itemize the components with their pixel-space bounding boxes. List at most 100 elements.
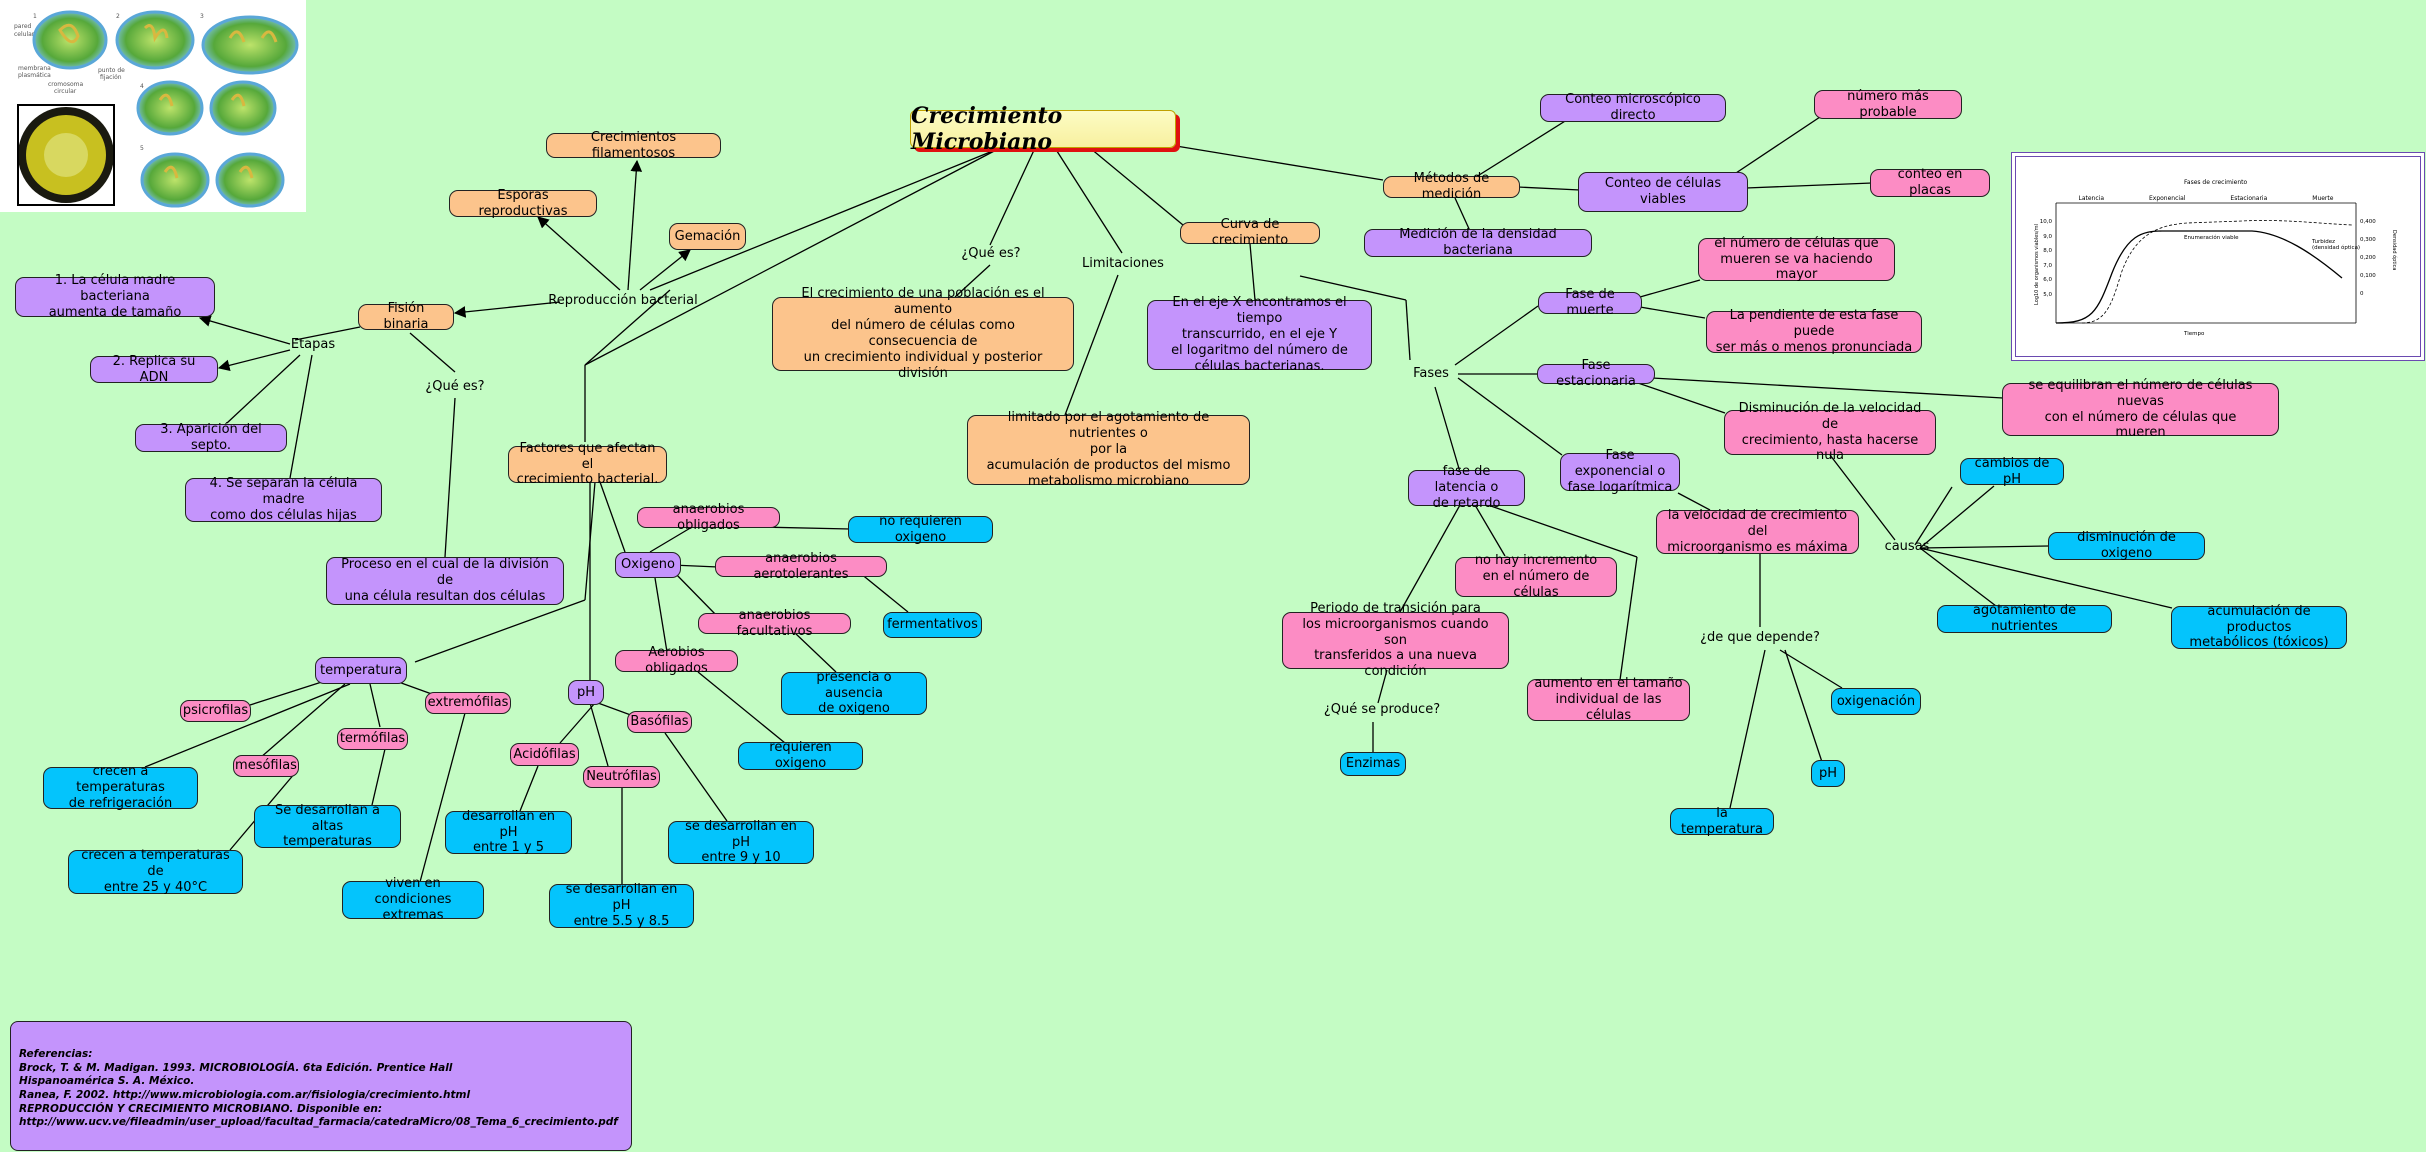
node-altas-temperaturas[interactable]: Se desarrollan a altas temperaturas bbox=[254, 805, 401, 848]
node-temperatura[interactable]: temperatura bbox=[315, 657, 407, 684]
svg-text:membrana: membrana bbox=[18, 65, 51, 72]
label-etapas: Etapas bbox=[291, 338, 335, 352]
y2-tick: 0,300 bbox=[2360, 231, 2384, 249]
node-aerobios-obligados[interactable]: Aerobios obligados bbox=[615, 650, 738, 672]
y2-tick: 0,200 bbox=[2360, 249, 2384, 267]
node-crecen-25-40[interactable]: crecen a temperaturas de entre 25 y 40°C bbox=[68, 850, 243, 894]
references-box: Referencias: Brock, T. & M. Madigan. 199… bbox=[10, 1021, 632, 1151]
node-requieren-oxigeno[interactable]: requieren oxigeno bbox=[738, 742, 863, 770]
label-que-se-produce: ¿Qué se produce? bbox=[1324, 703, 1440, 717]
node-se-equilibran[interactable]: se equilibran el número de células nueva… bbox=[2002, 383, 2279, 436]
node-pendiente[interactable]: La pendiente de esta fase puede ser más … bbox=[1706, 311, 1922, 353]
label-causas: causas bbox=[1885, 540, 1930, 554]
label-que-es: ¿Qué es? bbox=[961, 247, 1020, 261]
node-oxigenacion[interactable]: oxigenación bbox=[1831, 688, 1921, 715]
node-ph-5-8[interactable]: se desarrollan en pH entre 5.5 y 8.5 bbox=[549, 884, 694, 928]
node-definicion-crecimiento[interactable]: El crecimiento de una población es el au… bbox=[772, 297, 1074, 371]
curve-label-turbidez: Turbidez (densidad óptica) bbox=[2312, 239, 2360, 251]
node-agotamiento-nutrientes[interactable]: agotamiento de nutrientes bbox=[1937, 605, 2112, 633]
node-fase-estacionaria[interactable]: Fase estacionaria bbox=[1537, 364, 1655, 384]
node-basofilas[interactable]: Basófilas bbox=[627, 711, 692, 733]
node-fision-binaria[interactable]: Fisión binaria bbox=[358, 304, 454, 330]
node-numero-probable[interactable]: número más probable bbox=[1814, 90, 1962, 119]
node-limitado[interactable]: limitado por el agotamiento de nutriente… bbox=[967, 415, 1250, 485]
node-crecimientos-filamentosos[interactable]: Crecimientos filamentosos bbox=[546, 133, 721, 158]
y2-tick: 0,100 bbox=[2360, 267, 2384, 285]
node-crecen-refrigeracion[interactable]: crecen a temperaturas de refrigeración bbox=[43, 767, 198, 809]
svg-text:cromosoma: cromosoma bbox=[48, 81, 83, 88]
node-acumulacion-productos[interactable]: acumulación de productos metabólicos (tó… bbox=[2171, 606, 2347, 649]
node-disminucion-velocidad[interactable]: Disminución de la velocidad de crecimien… bbox=[1724, 410, 1936, 455]
svg-text:1: 1 bbox=[33, 13, 37, 20]
node-fermentativos[interactable]: fermentativos bbox=[883, 612, 982, 638]
svg-text:punto de: punto de bbox=[98, 67, 125, 74]
growth-y2label: Densidad óptica bbox=[2391, 230, 2397, 290]
node-eje-xy[interactable]: En el eje X encontramos el tiempo transc… bbox=[1147, 300, 1372, 370]
growth-xlabel: Tiempo bbox=[2184, 331, 2204, 337]
growth-ylabel: Log10 de organismos viables/ml bbox=[2034, 215, 2040, 305]
node-oxigeno[interactable]: Oxigeno bbox=[615, 552, 681, 578]
node-presencia-ausencia[interactable]: presencia o ausencia de oxigeno bbox=[781, 672, 927, 715]
node-velocidad-maxima[interactable]: la velocidad de crecimiento del microorg… bbox=[1656, 510, 1859, 554]
node-no-requieren-oxigeno[interactable]: no requieren oxigeno bbox=[848, 516, 993, 543]
node-curva-crecimiento[interactable]: Curva de crecimiento bbox=[1180, 222, 1320, 244]
node-metodos-medicion[interactable]: Métodos de medición bbox=[1383, 176, 1520, 198]
growth-y2-ticks: 0,400 0,300 0,200 0,100 0 bbox=[2360, 213, 2384, 303]
node-termofilas[interactable]: termófilas bbox=[337, 728, 408, 750]
node-anaerobios-facultativos[interactable]: anaerobios facultativos bbox=[698, 613, 851, 634]
label-reproduccion-bacterial: Reproducción bacterial bbox=[548, 294, 697, 308]
node-ph[interactable]: pH bbox=[568, 680, 604, 705]
node-ph-dependencia[interactable]: pH bbox=[1811, 760, 1845, 787]
node-extremofilas[interactable]: extremófilas bbox=[425, 692, 511, 714]
node-se-separan[interactable]: 4. Se separan la célula madre como dos c… bbox=[185, 478, 382, 522]
node-conteo-placas[interactable]: conteo en placas bbox=[1870, 169, 1990, 197]
node-neutrofilas[interactable]: Neutrófilas bbox=[583, 766, 660, 788]
node-gemacion[interactable]: Gemación bbox=[669, 223, 746, 250]
binary-fission-image: paredcelular membranaplasmática cromosom… bbox=[0, 0, 306, 212]
node-fase-latencia[interactable]: fase de latencia o de retardo bbox=[1408, 470, 1525, 506]
svg-text:plasmática: plasmática bbox=[18, 72, 51, 79]
node-conteo-viables[interactable]: Conteo de células viables bbox=[1578, 172, 1748, 212]
node-la-temperatura[interactable]: la temperatura bbox=[1670, 808, 1774, 835]
node-fase-muerte[interactable]: Fase de muerte bbox=[1538, 292, 1642, 314]
node-disminucion-oxigeno[interactable]: disminución de oxigeno bbox=[2048, 532, 2205, 560]
node-conteo-microscopico[interactable]: Conteo microscópico directo bbox=[1540, 94, 1726, 122]
node-mesofilas[interactable]: mesófilas bbox=[233, 755, 299, 777]
node-condiciones-extremas[interactable]: viven en condiciones extremas bbox=[342, 881, 484, 919]
node-proceso-division[interactable]: Proceso en el cual de la división de una… bbox=[326, 557, 564, 605]
node-fase-exponencial[interactable]: Fase exponencial o fase logarítmica bbox=[1560, 453, 1680, 491]
label-limitaciones: Limitaciones bbox=[1082, 257, 1164, 271]
svg-text:celular: celular bbox=[14, 31, 35, 38]
svg-text:5: 5 bbox=[140, 145, 144, 152]
reference-line: Brock, T. & M. Madigan. 1993. MICROBIOLO… bbox=[19, 1062, 623, 1076]
node-no-incremento[interactable]: no hay incremento en el número de célula… bbox=[1455, 557, 1617, 597]
svg-text:3: 3 bbox=[200, 13, 204, 20]
node-acidofilas[interactable]: Acidófilas bbox=[510, 743, 579, 766]
node-factores[interactable]: Factores que afectan el crecimiento bact… bbox=[508, 446, 667, 483]
growth-curve-image: Fases de crecimiento Latencia Exponencia… bbox=[2011, 152, 2425, 361]
node-medicion-densidad[interactable]: Medición de la densidad bacteriana bbox=[1364, 229, 1592, 257]
svg-text:pared: pared bbox=[14, 23, 32, 30]
node-anaerobios-aerotolerantes[interactable]: anaerobios aerotolerantes bbox=[715, 556, 887, 577]
svg-text:fijación: fijación bbox=[100, 74, 122, 81]
node-aparicion-septo[interactable]: 3. Aparición del septo. bbox=[135, 424, 287, 452]
node-ph-1-5[interactable]: desarrollan en pH entre 1 y 5 bbox=[445, 811, 572, 854]
reference-line: Ranea, F. 2002. http://www.microbiologia… bbox=[19, 1089, 623, 1103]
reference-line: http://www.ucv.ve/fileadmin/user_upload/… bbox=[19, 1116, 623, 1130]
reference-line: REPRODUCCIÓN Y CRECIMIENTO MICROBIANO. D… bbox=[19, 1103, 623, 1117]
node-ph-9-10[interactable]: se desarrollan en pH entre 9 y 10 bbox=[668, 821, 814, 864]
node-enzimas[interactable]: Enzimas bbox=[1340, 752, 1406, 776]
curve-label-viable: Enumeración viable bbox=[2184, 235, 2239, 241]
node-cambios-ph[interactable]: cambios de pH bbox=[1960, 458, 2064, 485]
node-replica-adn[interactable]: 2. Replica su ADN bbox=[90, 356, 218, 383]
node-aumento-tamano[interactable]: aumento en el tamaño individual de las c… bbox=[1527, 679, 1690, 721]
node-esporas-reproductivas[interactable]: Esporas reproductivas bbox=[449, 190, 597, 217]
y2-tick: 0 bbox=[2360, 285, 2384, 303]
node-numero-mueren[interactable]: el número de células que mueren se va ha… bbox=[1698, 238, 1895, 281]
node-psicrofilas[interactable]: psicrofilas bbox=[180, 700, 251, 722]
label-fases: Fases bbox=[1413, 367, 1449, 381]
node-celula-madre[interactable]: 1. La célula madre bacteriana aumenta de… bbox=[15, 277, 215, 317]
node-anaerobios-obligados[interactable]: anaerobios obligados bbox=[637, 507, 780, 528]
node-periodo-transicion[interactable]: Periodo de transición para los microorga… bbox=[1282, 612, 1509, 669]
